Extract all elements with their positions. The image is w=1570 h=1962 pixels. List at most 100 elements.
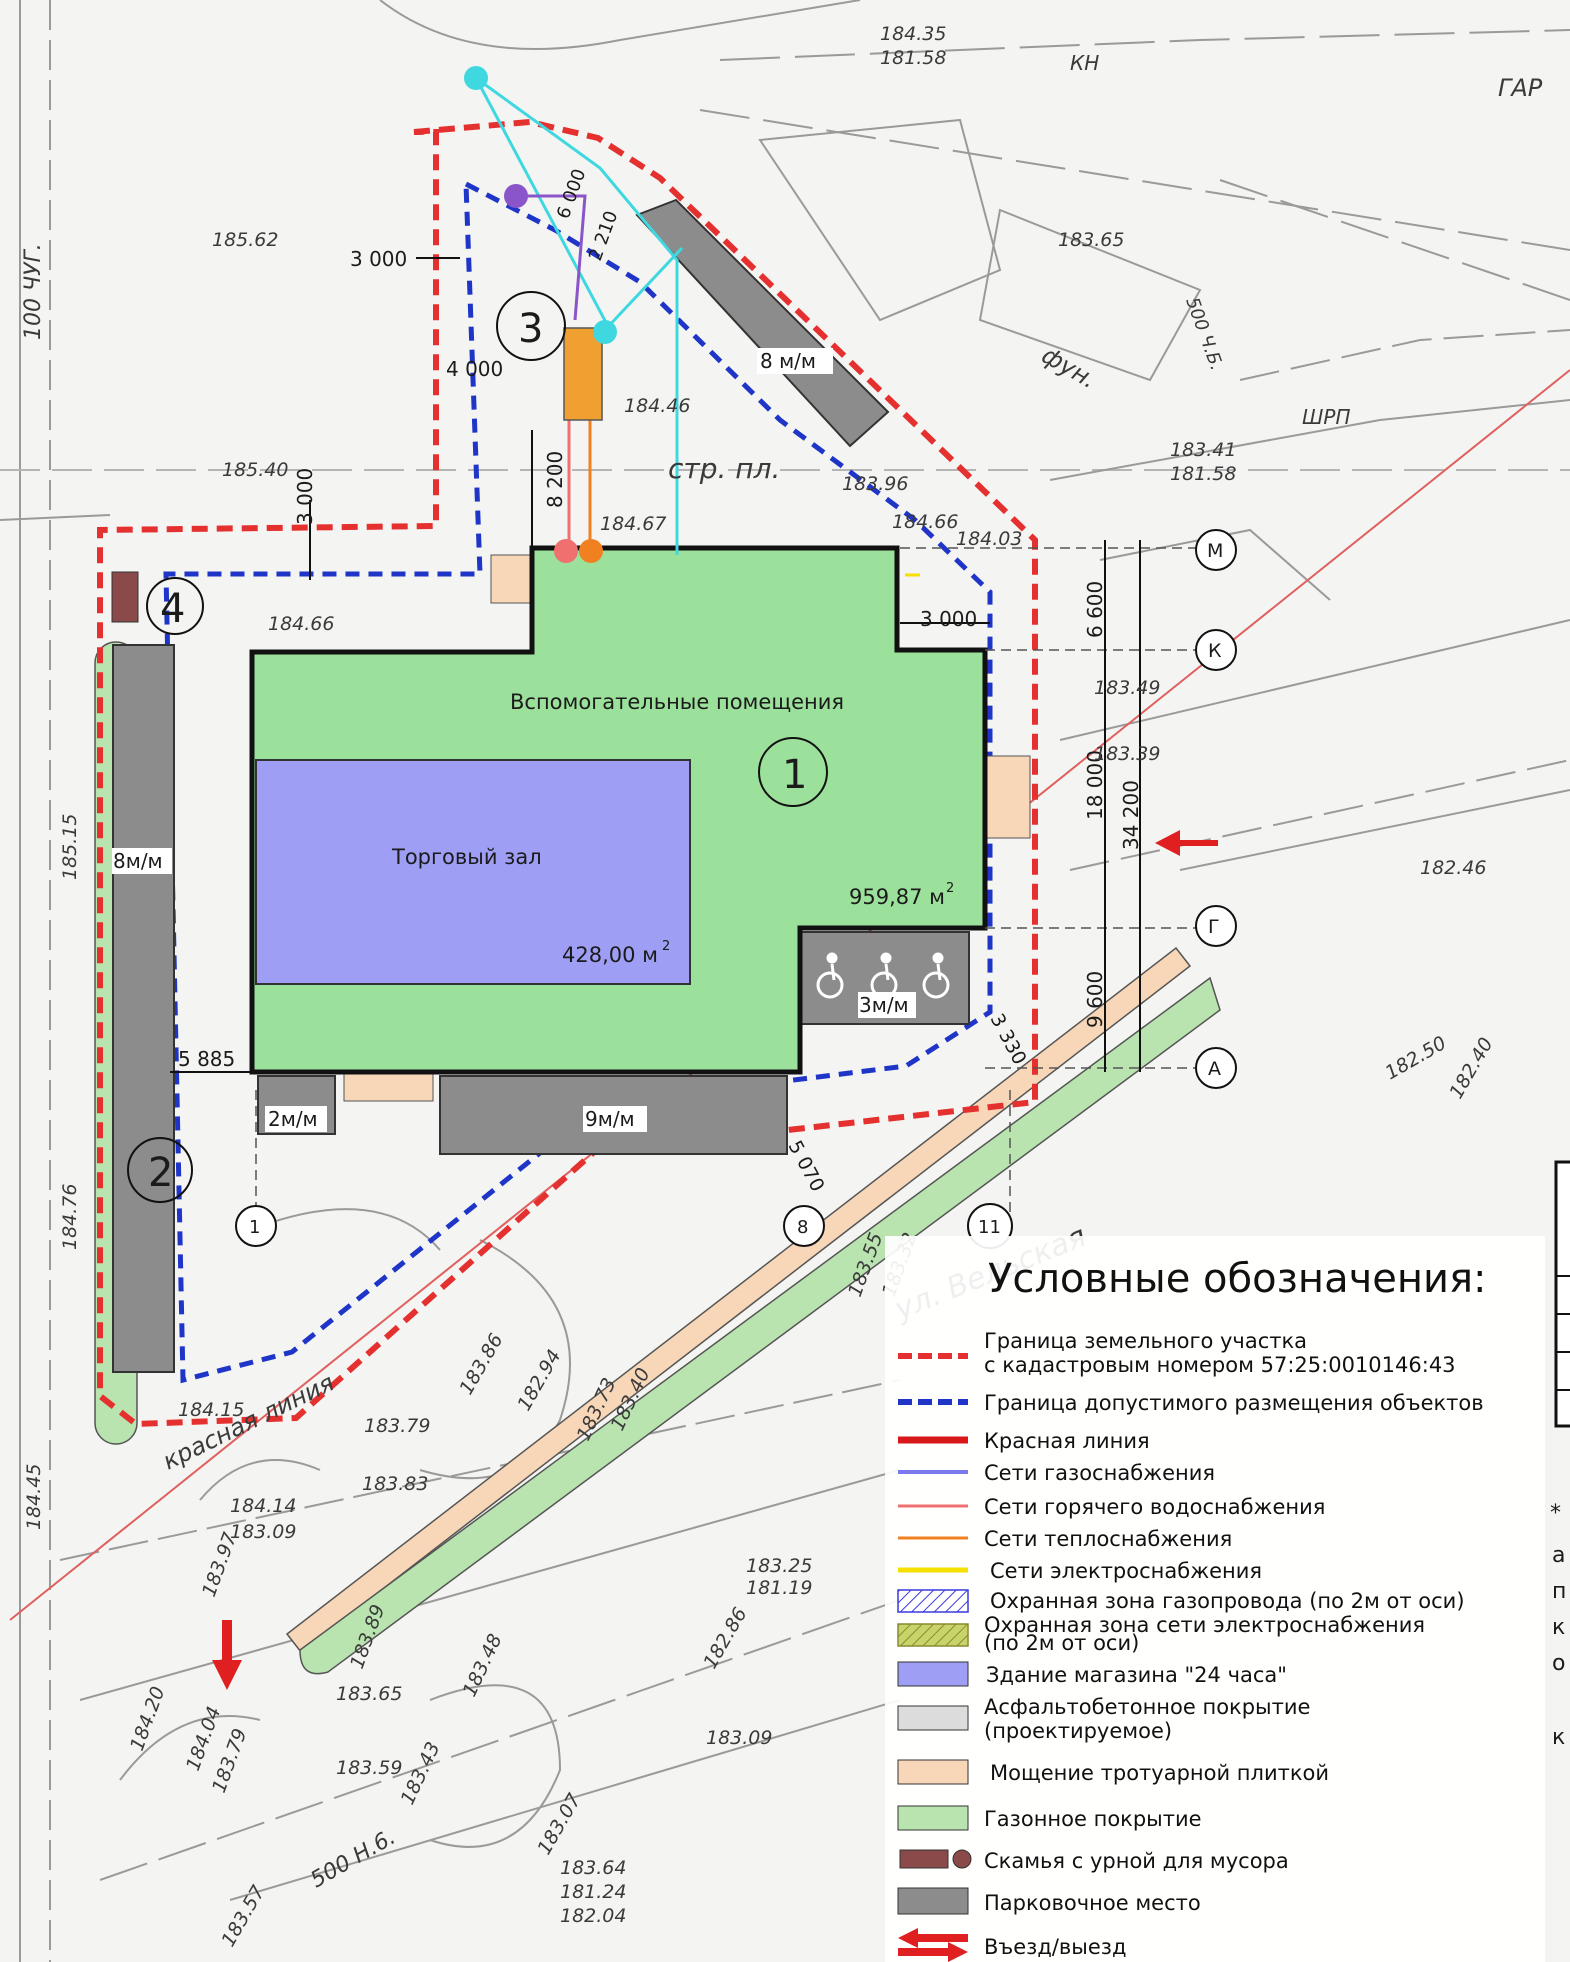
marker-1-label: 1 (782, 752, 807, 798)
elev-label: 184.46 (624, 395, 690, 417)
survey-pipe-label: 500 Н.6. (307, 1825, 400, 1893)
area-hall-label: 428,00 м (562, 943, 658, 967)
elev-label: 182.04 (560, 1905, 626, 1927)
wheelchair-icon (922, 952, 950, 999)
elev-label: 184.20 (126, 1684, 169, 1754)
elev-label: 181.58 (1170, 463, 1236, 485)
dim-8200: 8 200 (543, 451, 567, 508)
dim-5070: 5 070 (784, 1137, 829, 1195)
elev-label: 182.40 (1445, 1034, 1497, 1103)
side-note-1: * (1550, 1501, 1561, 1526)
entry-arrow-east-icon (1155, 830, 1218, 856)
survey-str-label: стр. пл. (668, 452, 780, 485)
dim-3000-vert: 3 000 (293, 468, 317, 525)
survey-garage-label: ГАР (1498, 74, 1543, 102)
legend-swatch-power-zone (897, 1623, 969, 1647)
elev-label: 182.46 (1420, 857, 1486, 879)
entry-arrow-south-icon (212, 1620, 242, 1690)
legend-swatch-paving (897, 1759, 969, 1785)
elev-label: 184.67 (600, 513, 666, 535)
legend-label-buildable: Граница допустимого размещения объектов (984, 1391, 1484, 1415)
axis-1-circle (235, 1205, 277, 1247)
wheelchair-icon (816, 952, 844, 999)
service-unit (563, 327, 603, 421)
elev-label: 183.79 (364, 1415, 430, 1437)
side-note-6: к (1552, 1725, 1565, 1750)
elev-label: 183.65 (336, 1683, 402, 1705)
aux-rooms-label: Вспомогательные помещения (510, 690, 844, 714)
marker-2-label: 2 (148, 1150, 173, 1196)
legend-swatch-parking (897, 1887, 969, 1915)
survey-red-line-label: красная линия (158, 1368, 338, 1475)
elev-label: 184.14 (230, 1495, 296, 1517)
marker-4-circle (146, 577, 204, 635)
marker-3-label: 3 (518, 306, 543, 352)
survey-pipe-label: 100 ЧУГ. (21, 243, 46, 340)
axis-K-label: К (1208, 640, 1222, 662)
dim-3000-left: 3 000 (350, 247, 407, 271)
parking-bottom-label: 9м/м (585, 1107, 635, 1131)
side-note-2: а (1552, 1543, 1565, 1568)
elev-label: 184.66 (268, 613, 334, 635)
trade-hall (255, 759, 691, 985)
survey-shrp-label: ШРП (1302, 405, 1351, 429)
legend-swatch-asphalt (897, 1705, 969, 1731)
axis-K-circle (1195, 629, 1237, 671)
trade-hall-label: Торговый зал (391, 845, 542, 869)
elev-label: 182.86 (699, 1604, 751, 1673)
survey-kn-label: КН (1070, 51, 1099, 75)
elev-label: 183.09 (706, 1727, 772, 1749)
dim-18000: 18 000 (1083, 750, 1107, 820)
legend: Условные обозначения: Граница земельного… (885, 1236, 1545, 1962)
elev-label: 183.83 (362, 1473, 428, 1495)
plot-boundary (97, 118, 1038, 1428)
bench-with-bin-icon (111, 571, 139, 623)
axis-8-label: 8 (797, 1217, 808, 1238)
area-hall-sup: 2 (662, 939, 670, 954)
legend-label-lawn: Газонное покрытие (984, 1807, 1202, 1831)
lawn-strip-diagonal (299, 976, 1221, 1675)
axis-A-label: А (1208, 1058, 1221, 1080)
legend-label-asphalt-2: (проектируемое) (984, 1719, 1172, 1743)
legend-label-asphalt: Асфальтобетонное покрытие (984, 1695, 1310, 1719)
legend-label-power-zone: Охранная зона сети электроснабжения (984, 1613, 1425, 1637)
elev-label: 184.03 (956, 528, 1022, 550)
legend-label-paving: Мощение тротуарной плиткой (990, 1761, 1329, 1785)
dim-3330: 3 330 (986, 1010, 1031, 1068)
paving-east (984, 755, 1031, 839)
axis-A-circle (1195, 1047, 1237, 1089)
elev-label: 183.59 (336, 1757, 402, 1779)
axis-G-circle (1195, 905, 1237, 947)
axis-11-label: 11 (978, 1217, 1001, 1238)
parking-accessible-label: 3м/м (859, 993, 909, 1017)
elev-label: 184.35 (880, 23, 946, 45)
legend-label-power: Сети электроснабжения (990, 1559, 1262, 1583)
hot-water-node-icon (554, 539, 578, 563)
legend-swatch-gas-zone (897, 1589, 969, 1613)
elev-label: 183.57 (217, 1882, 269, 1951)
paving-south (343, 1072, 434, 1102)
elev-label: 183.65 (1058, 229, 1124, 251)
elev-label: 181.24 (560, 1881, 626, 1903)
dim-6600: 6 600 (1083, 581, 1107, 638)
elev-label: 182.50 (1382, 1032, 1451, 1084)
elev-label: 183.49 (1094, 677, 1160, 699)
legend-swatch-building (897, 1661, 969, 1687)
elev-label: 183.25 (746, 1555, 812, 1577)
elev-label: 183.41 (1170, 439, 1236, 461)
elev-label: 184.45 (23, 1464, 45, 1530)
legend-label-building: Здание магазина "24 часа" (986, 1663, 1287, 1687)
legend-label-gas: Сети газоснабжения (984, 1461, 1215, 1485)
legend-label-power-zone-2: (по 2м от оси) (984, 1631, 1139, 1655)
legend-label-red-line: Красная линия (984, 1429, 1150, 1453)
elev-label: 181.58 (880, 47, 946, 69)
gas-node-icon (504, 184, 528, 208)
accessible-parking-icons (816, 952, 950, 999)
elev-label: 185.62 (212, 229, 278, 251)
axis-1-label: 1 (249, 1217, 260, 1238)
dimension-lines (170, 257, 1141, 1073)
axis-M-label: М (1207, 540, 1223, 562)
dim-34200: 34 200 (1119, 780, 1143, 850)
legend-label-bench: Скамья с урной для мусора (984, 1849, 1289, 1873)
